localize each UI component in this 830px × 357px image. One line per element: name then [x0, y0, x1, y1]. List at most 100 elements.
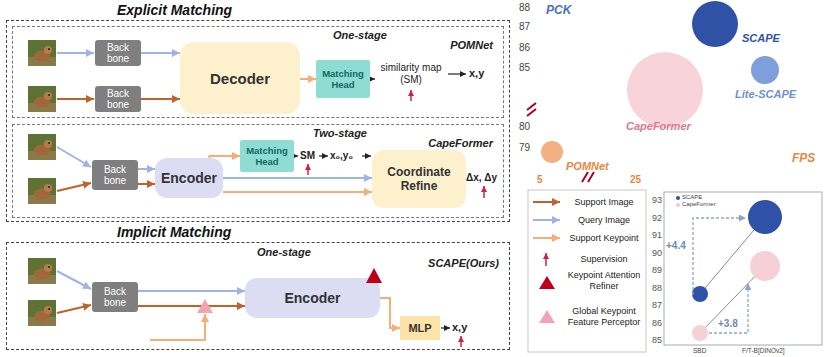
encoder-box: Encoder [155, 158, 223, 198]
box-label: Decoder [210, 70, 270, 87]
flow-connector [380, 298, 400, 328]
drawn-path [709, 283, 748, 333]
annotation-label: SBD [693, 347, 706, 354]
box-label: Matching Head [242, 145, 292, 167]
annotation-label: +3.8 [718, 318, 738, 330]
box-label: Back bone [94, 164, 136, 186]
drawn-circle [751, 56, 779, 84]
box-label: Coordinate Refine [374, 165, 464, 193]
annotation-label: Δx, Δy [466, 172, 497, 184]
box-label: Encoder [161, 170, 217, 186]
box-label: Back bone [97, 42, 139, 64]
drawn-path [533, 219, 560, 221]
drawn-use [28, 40, 56, 66]
annotation-label: FPS [792, 152, 815, 166]
box-label: Back bone [97, 88, 139, 110]
global-perceptor-triangle [197, 299, 213, 313]
drawn-path [57, 305, 91, 313]
flow-connector [138, 290, 245, 292]
legend-label: Query Image [564, 215, 644, 226]
flow-connector [300, 78, 316, 80]
drawn-path [460, 336, 462, 347]
drawn-polygon [539, 310, 555, 323]
annotation-label: similarity map (SM) [376, 62, 446, 86]
box-label: MLP [408, 322, 431, 334]
annotation-label: CapeFormer [626, 120, 691, 133]
drawn-use [28, 86, 56, 112]
flow-connector [223, 191, 372, 193]
panel-title: Explicit Matching [117, 2, 232, 18]
keypoint-refiner-triangle [366, 268, 382, 283]
matching-head-box: Matching Head [316, 60, 370, 98]
drawn-use [28, 300, 56, 326]
flow-connector [141, 52, 180, 54]
backbone-box: Back bone [95, 40, 141, 66]
drawn-circle [692, 1, 738, 47]
drawn-path [410, 90, 412, 101]
flow-connector [138, 183, 155, 185]
drawn-circle [627, 52, 703, 128]
method-panel: Two-stageCapeFormerBack boneEncoderMatch… [12, 124, 504, 218]
panel-title: SCAPE(Ours) [428, 257, 499, 269]
box-label: Back bone [94, 286, 136, 308]
annotation-label: x,y [469, 67, 484, 80]
annotation-label: F/T-B[DINOv2] [742, 347, 785, 354]
annotation-label: 86 [514, 42, 530, 54]
drawn-circle [750, 251, 780, 281]
annotation-label: +4.4 [666, 240, 686, 252]
legend-samples [528, 190, 646, 352]
drawn-path [533, 237, 560, 239]
mlp-box: MLP [400, 316, 440, 340]
matching-head-box: Matching Head [240, 140, 294, 172]
drawn-use [28, 258, 56, 284]
drawn-path [582, 172, 594, 182]
panel-title: Implicit Matching [117, 224, 231, 240]
encoder-box: Encoder [245, 278, 380, 318]
annotation-label: SCAPE [742, 32, 780, 45]
drawn-path [533, 201, 560, 203]
annotation-label: 88 [646, 283, 662, 293]
legend-label: Keypoint Attention Refiner [564, 270, 644, 292]
annotation-label: POMNet [566, 160, 609, 173]
backbone-box: Back bone [92, 282, 138, 312]
drawn-circle [692, 325, 708, 341]
legend-label: Supervision [564, 254, 644, 265]
refine-box: Coordinate Refine [372, 150, 466, 208]
drawn-path [57, 147, 91, 167]
drawn-circle [676, 203, 680, 207]
group-frame: Explicit MatchingOne-stagePOMNetBack bon… [6, 20, 510, 222]
drawn-use [28, 134, 56, 160]
drawn-path [57, 183, 91, 191]
legend-label: Support Keypoint [564, 233, 644, 244]
annotation-label: 89 [646, 265, 662, 275]
drawn-path [362, 155, 371, 156]
drawn-circle [748, 200, 782, 234]
annotation-label: 91 [646, 230, 662, 240]
panel-title: One-stage [333, 29, 387, 41]
drawn-path [57, 271, 91, 289]
annotation-label: 90 [646, 248, 662, 258]
annotation-label: 87 [514, 21, 530, 33]
annotation-label: 79 [514, 142, 530, 154]
panel-title: One-stage [257, 246, 311, 258]
annotation-label: 86 [646, 318, 662, 328]
drawn-rect [664, 192, 822, 345]
annotation-label: 88 [514, 2, 530, 14]
annotation-label: CapeFormer [682, 201, 716, 208]
annotation-label: SM [300, 150, 315, 162]
flow-connector [138, 168, 155, 170]
annotation-label: 93 [646, 195, 662, 205]
drawn-path [319, 155, 328, 156]
panel-title: POMNet [450, 39, 493, 51]
drawn-path [150, 314, 205, 340]
drawn-polygon [539, 276, 555, 289]
drawn-path [545, 253, 547, 266]
drawn-path [57, 52, 94, 54]
drawn-circle [676, 196, 680, 200]
drawn-use [28, 178, 56, 204]
annotation-label: 85 [646, 335, 662, 345]
annotation-label: 92 [646, 213, 662, 223]
drawn-rect [528, 190, 646, 352]
decoder-box: Decoder [180, 42, 300, 114]
